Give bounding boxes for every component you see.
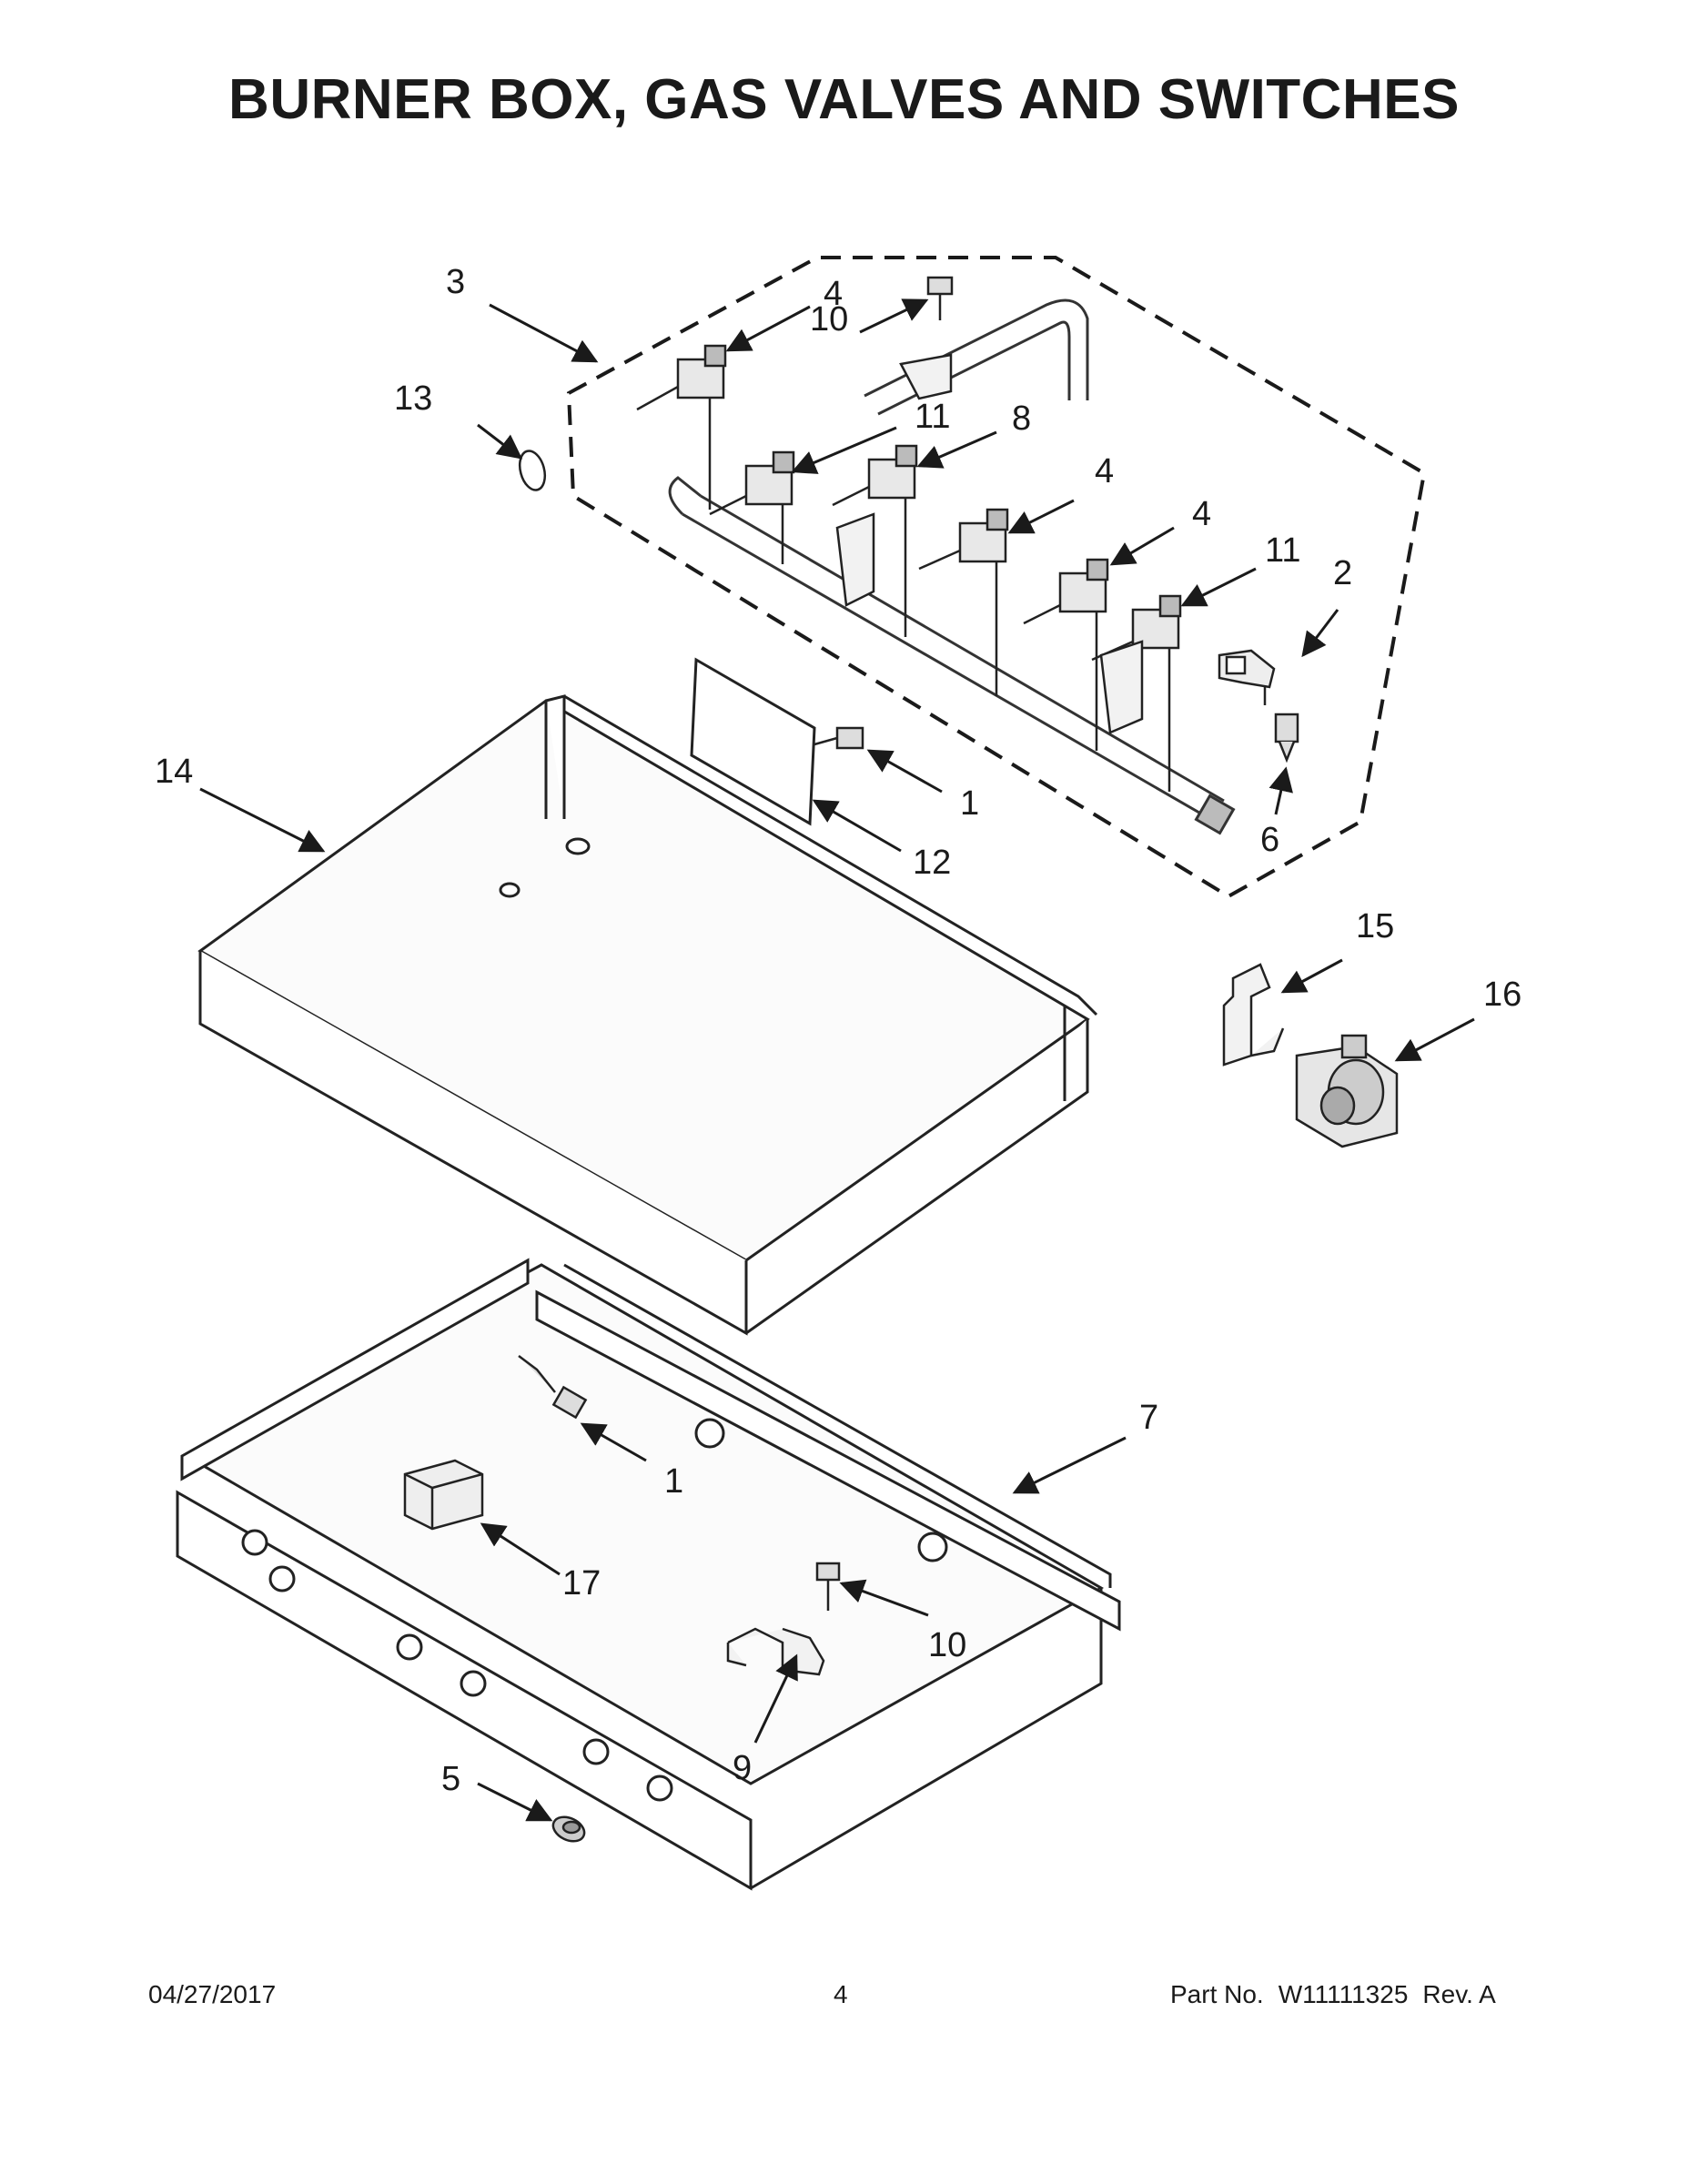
gas-valve <box>636 344 727 510</box>
callout-label: 15 <box>1356 907 1394 945</box>
valve-cap <box>518 450 547 491</box>
callout-label: 7 <box>1139 1399 1158 1437</box>
screw-icon <box>1274 713 1299 763</box>
callout-label: 17 <box>562 1564 601 1603</box>
gas-valve <box>918 508 1009 696</box>
callout-label: 8 <box>1012 399 1031 438</box>
knob <box>551 1815 586 1843</box>
callout-label: 1 <box>960 784 979 823</box>
gas-valve <box>709 450 795 564</box>
screw-icon <box>926 276 954 320</box>
clip <box>1218 649 1276 705</box>
footer-part-info: Part No. W11111325 Rev. A <box>1170 1980 1511 2009</box>
leader-lines <box>199 298 1475 1822</box>
footer-date: 04/27/2017 <box>148 1980 277 2008</box>
mounting-bracket <box>726 1627 825 1676</box>
burner-box <box>197 694 1098 1336</box>
callout-label: 4 <box>824 275 843 313</box>
page-title: BURNER BOX, GAS VALVES AND SWITCHES <box>228 68 1460 131</box>
screw-icon <box>814 726 864 750</box>
callout-label: 12 <box>913 844 951 882</box>
part-label: Part No. <box>1170 1980 1264 2008</box>
callout-label: 1 <box>664 1462 683 1501</box>
cover-plate <box>690 657 816 826</box>
pressure-regulator <box>1295 1034 1399 1148</box>
valve-assembly-boundary <box>566 256 1427 899</box>
gas-valve <box>832 444 918 637</box>
screw-icon <box>518 1355 588 1420</box>
callout-label: 14 <box>155 753 193 791</box>
callout-label: 13 <box>394 379 432 418</box>
callout-label: 4 <box>1192 495 1211 533</box>
switch <box>403 1459 484 1531</box>
callout-label: 4 <box>1095 452 1114 490</box>
footer-page-number: 4 <box>834 1980 848 2008</box>
callout-label: 10 <box>810 300 848 339</box>
manifold-bracket <box>835 353 1144 734</box>
revision: Rev. A <box>1422 1980 1496 2008</box>
gas-valve <box>1023 558 1109 751</box>
switch-bracket <box>1222 963 1285 1067</box>
screw-icon <box>815 1562 841 1611</box>
callout-label: 2 <box>1333 554 1352 592</box>
callout-label: 6 <box>1260 821 1279 859</box>
callout-label: 11 <box>1265 531 1300 570</box>
callout-label: 9 <box>733 1749 752 1787</box>
callout-label: 16 <box>1483 976 1521 1014</box>
callout-label: 11 <box>915 398 950 436</box>
callout-label: 5 <box>441 1760 460 1798</box>
callout-label: 3 <box>446 263 465 301</box>
part-number: W11111325 <box>1278 1980 1409 2008</box>
callout-label: 10 <box>928 1626 966 1664</box>
lower-tray <box>176 1258 1121 1891</box>
gas-manifold-pipe <box>668 298 1236 835</box>
